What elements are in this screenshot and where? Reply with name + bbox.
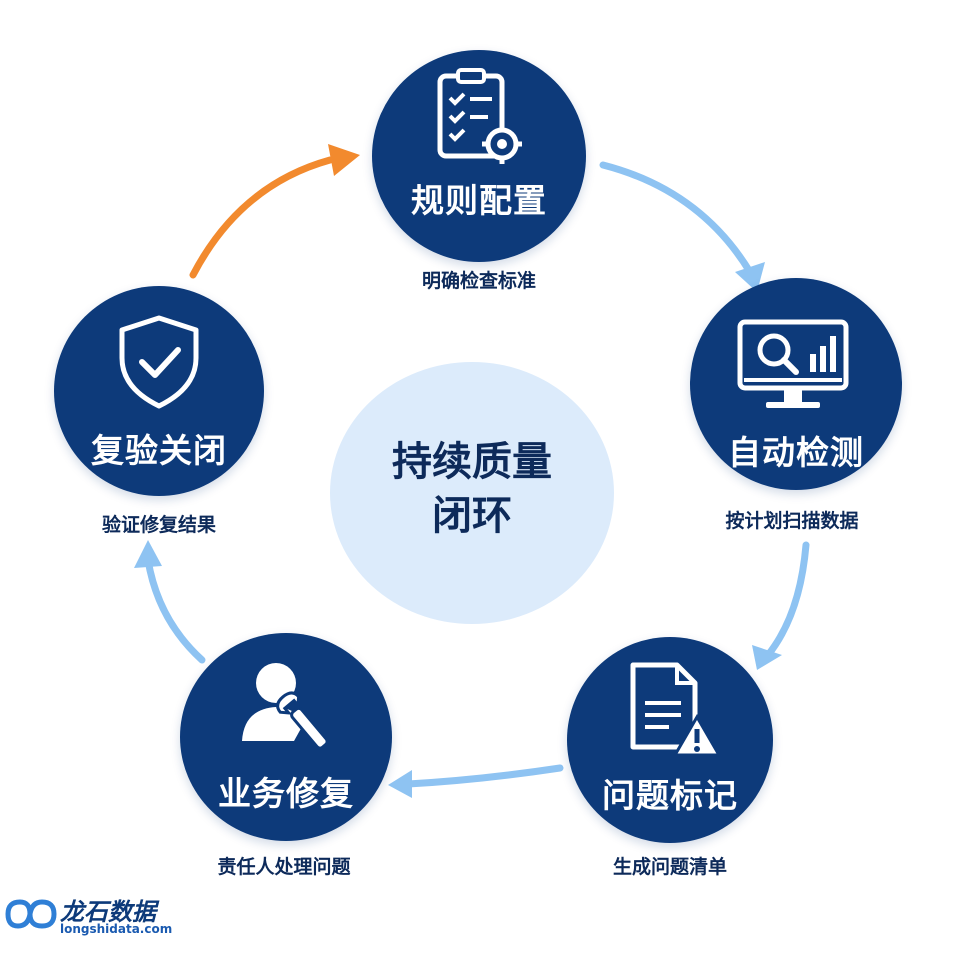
arrow-repair-to-verify <box>144 556 206 664</box>
brand-logo: 龙石数据 longshidata.com <box>2 892 202 942</box>
step-title: 业务修复 <box>218 774 354 813</box>
shield-check-icon <box>119 315 199 409</box>
step-auto-detect[interactable]: 自动检测 <box>690 278 902 490</box>
arrowhead-repair-to-verify <box>134 540 162 568</box>
document-warning-icon <box>630 662 722 757</box>
infinity-logo-icon <box>5 899 57 929</box>
arrow-config-to-detect <box>599 161 754 276</box>
step-rule-config[interactable]: 规则配置 <box>372 50 586 262</box>
clipboard-gear-icon <box>437 68 522 164</box>
arrowhead-detect-to-mark <box>752 645 782 670</box>
brand-name: 龙石数据 <box>60 898 156 926</box>
center-title-line2: 闭环 <box>432 493 512 539</box>
step-title: 问题标记 <box>602 776 738 815</box>
step-title: 规则配置 <box>411 181 547 220</box>
arrowhead-verify-to-config <box>328 144 360 176</box>
center-title-line1: 持续质量 <box>392 439 552 485</box>
arrow-mark-to-repair <box>404 764 564 788</box>
arrowhead-mark-to-repair <box>388 770 412 798</box>
step-caption: 按计划扫描数据 <box>725 510 859 532</box>
monitor-search-icon <box>737 319 849 408</box>
step-title: 复验关闭 <box>91 431 227 470</box>
step-issue-mark[interactable]: 问题标记 <box>567 637 773 843</box>
arrow-verify-to-config <box>189 156 334 279</box>
step-caption: 责任人处理问题 <box>217 856 351 878</box>
step-title: 自动检测 <box>728 433 864 472</box>
step-business-repair[interactable]: 业务修复 <box>180 633 392 841</box>
center-circle: 持续质量 闭环 <box>330 362 614 624</box>
step-caption: 生成问题清单 <box>612 856 727 878</box>
brand-url[interactable]: longshidata.com <box>60 922 173 936</box>
person-wrench-icon <box>242 663 329 750</box>
arrow-detect-to-mark <box>764 541 810 659</box>
step-caption: 验证修复结果 <box>101 514 216 536</box>
step-caption: 明确检查标准 <box>421 270 536 292</box>
step-verify-close[interactable]: 复验关闭 <box>54 286 264 496</box>
